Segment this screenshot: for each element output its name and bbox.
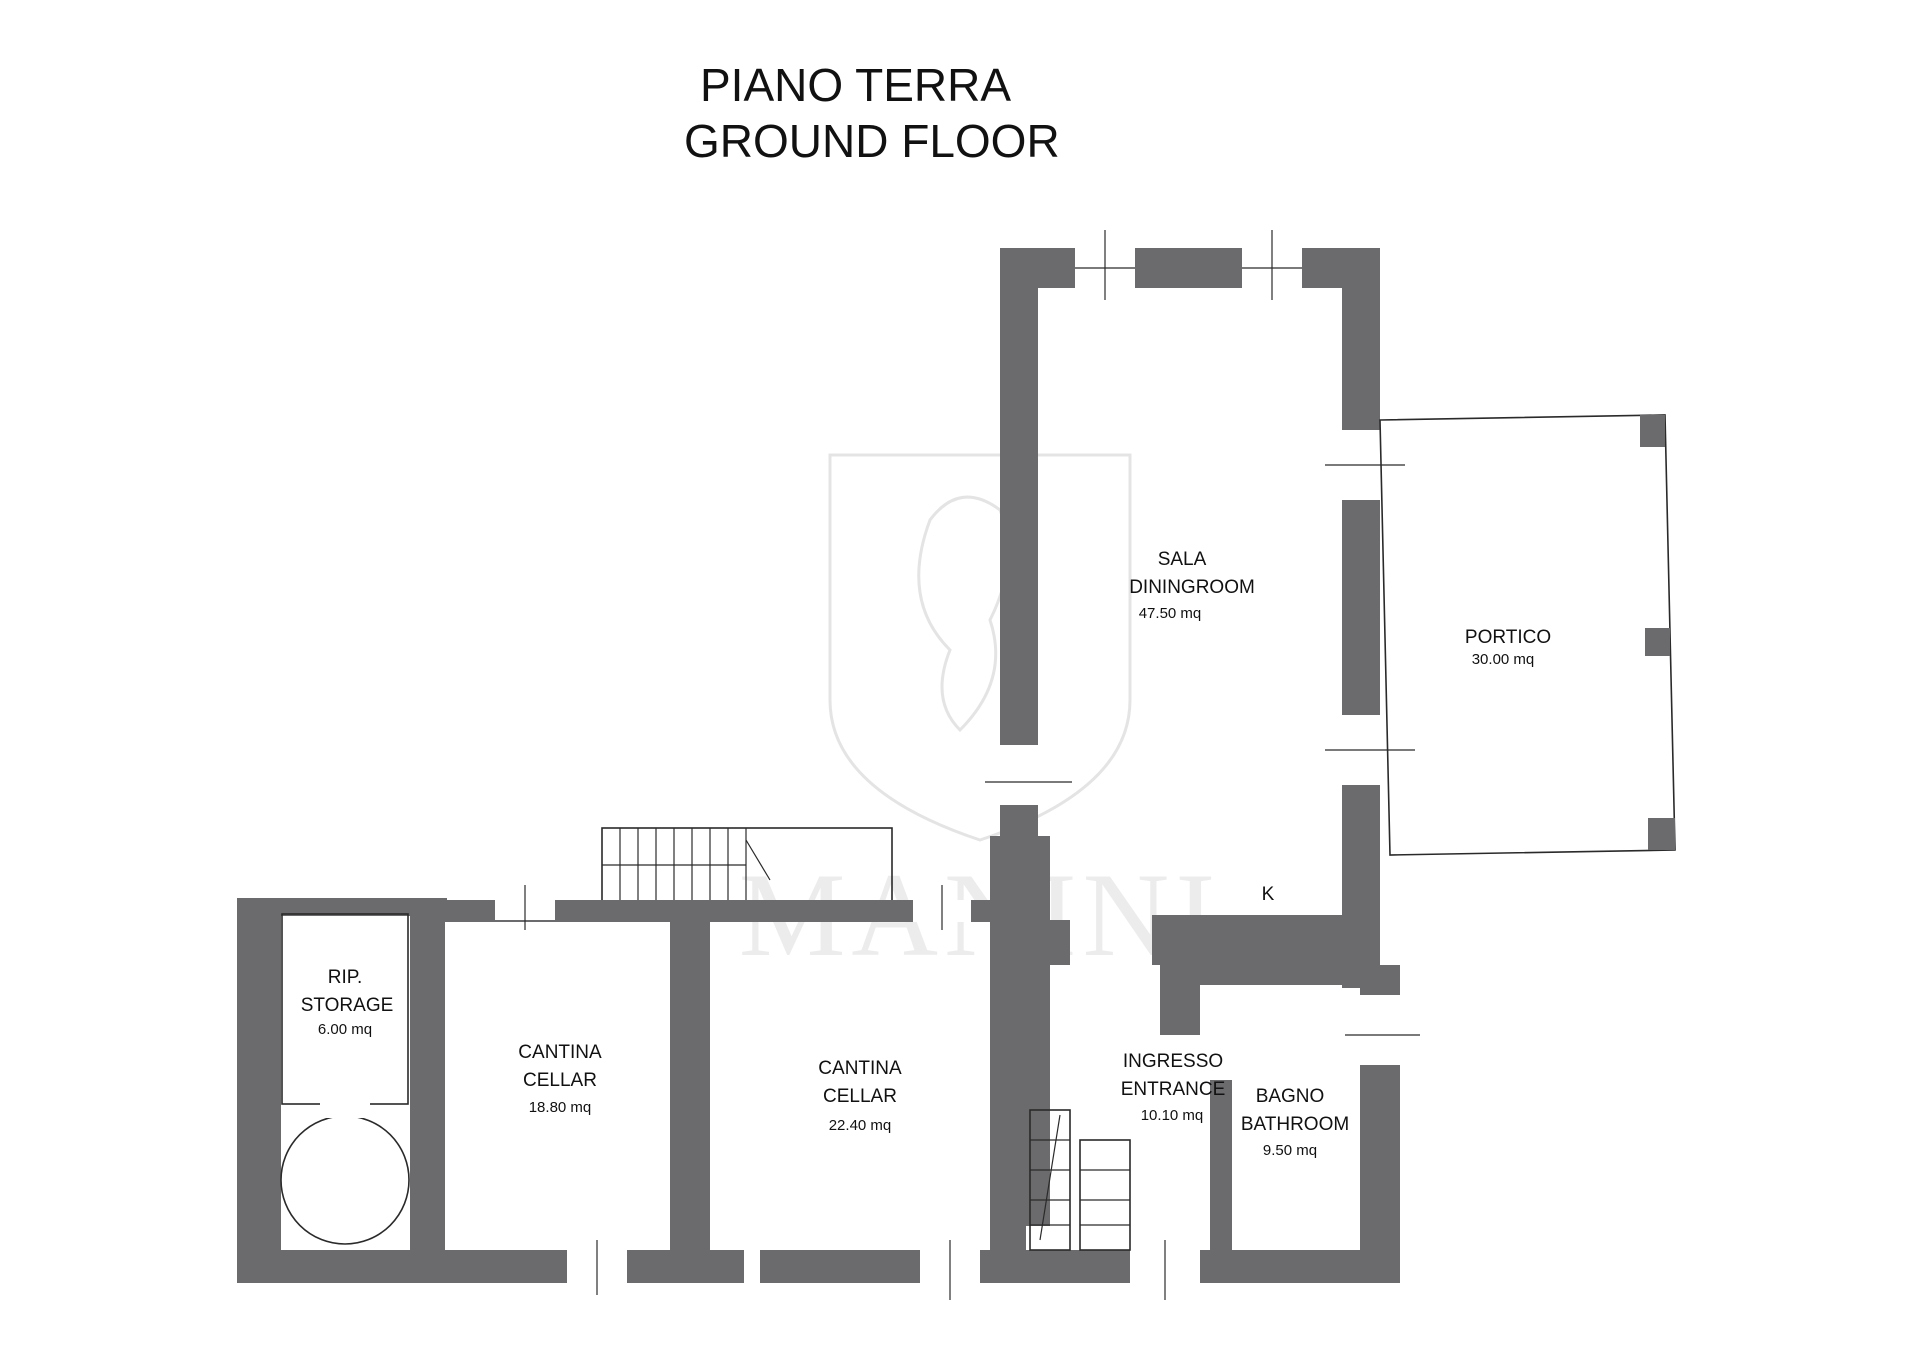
- title-line-1: PIANO TERRA: [700, 59, 1011, 111]
- storage-label-en: STORAGE: [301, 995, 394, 1016]
- lower-walls: [237, 836, 1400, 1283]
- portico: [1379, 414, 1676, 856]
- dining-label-en: DININGROOM: [1129, 577, 1255, 598]
- watermark-lion-icon: [917, 495, 1010, 733]
- bathroom-area: 9.50 mq: [1263, 1142, 1317, 1159]
- watermark-shield: [828, 453, 1132, 842]
- storage-room: [280, 913, 410, 1245]
- cellar2-label-it: CANTINA: [818, 1058, 902, 1079]
- label-dining: SALA DININGROOM 47.50 mq: [1129, 549, 1255, 622]
- portico-area: 30.00 mq: [1472, 651, 1535, 668]
- kitchen-mark: K: [1262, 884, 1275, 905]
- cellar2-area: 22.40 mq: [829, 1117, 892, 1134]
- entrance-label-en: ENTRANCE: [1121, 1079, 1226, 1100]
- dining-area: 47.50 mq: [1139, 605, 1202, 622]
- lower-openings: [495, 885, 1420, 1300]
- label-cellar-2: CANTINA CELLAR 22.40 mq: [818, 1058, 902, 1134]
- cellar1-label-it: CANTINA: [518, 1042, 602, 1063]
- label-entrance: INGRESSO ENTRANCE 10.10 mq: [1121, 1051, 1226, 1124]
- label-bathroom: BAGNO BATHROOM 9.50 mq: [1241, 1086, 1349, 1159]
- bathroom-label-en: BATHROOM: [1241, 1114, 1349, 1135]
- portico-label: PORTICO: [1465, 627, 1551, 648]
- title-line-2: GROUND FLOOR: [684, 115, 1060, 167]
- entrance-area: 10.10 mq: [1141, 1107, 1204, 1124]
- dining-label-it: SALA: [1158, 549, 1207, 570]
- bathroom-label-it: BAGNO: [1256, 1086, 1325, 1107]
- storage-label-it: RIP.: [328, 967, 363, 988]
- dining-windows: [985, 230, 1415, 805]
- cellar2-label-en: CELLAR: [823, 1086, 897, 1107]
- cellar1-label-en: CELLAR: [523, 1070, 597, 1091]
- label-cellar-1: CANTINA CELLAR 18.80 mq: [518, 1042, 602, 1116]
- label-portico: PORTICO 30.00 mq: [1465, 627, 1551, 668]
- entrance-label-it: INGRESSO: [1123, 1051, 1223, 1072]
- storage-area: 6.00 mq: [318, 1021, 372, 1038]
- label-storage: RIP. STORAGE 6.00 mq: [301, 967, 394, 1038]
- interior-stairs: [1029, 1109, 1131, 1251]
- cellar1-area: 18.80 mq: [529, 1099, 592, 1116]
